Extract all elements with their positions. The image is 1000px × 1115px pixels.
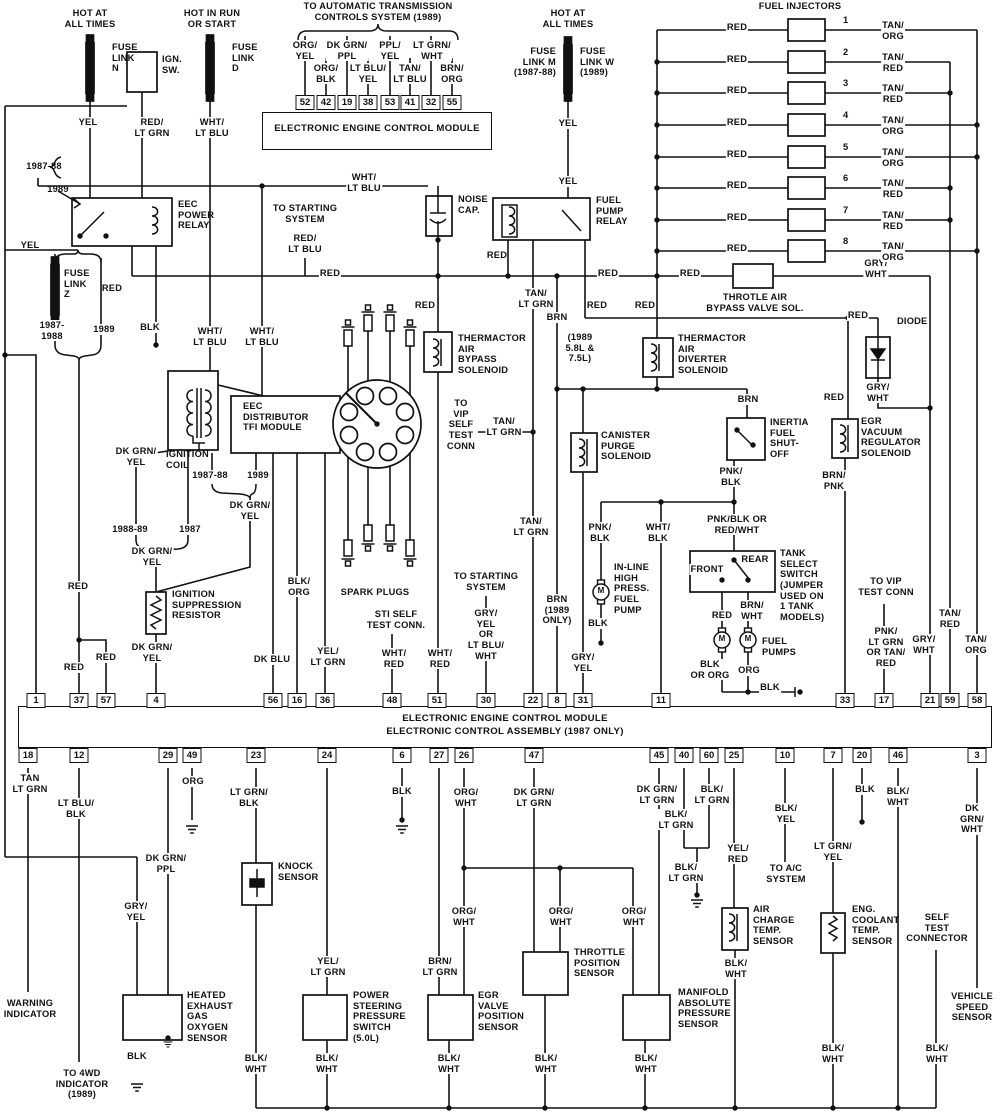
ecm-top-pin: 16 bbox=[287, 693, 307, 708]
ecm-bottom-pin: 60 bbox=[699, 748, 719, 763]
trans-ecm-pin: 32 bbox=[421, 95, 441, 110]
ecm-top-pin: 11 bbox=[651, 693, 671, 708]
ecm-top-pin: 30 bbox=[476, 693, 496, 708]
trans-ecm-pin: 53 bbox=[380, 95, 400, 110]
component-boxes-layer bbox=[50, 18, 891, 1041]
symbols-layer bbox=[2, 23, 980, 1111]
ecm-line1: ELECTRONIC ENGINE CONTROL MODULE bbox=[402, 713, 608, 724]
ecm-bottom-pin: 24 bbox=[317, 748, 337, 763]
ecm-bottom-pin: 18 bbox=[18, 748, 38, 763]
ecm-bottom-pin: 46 bbox=[888, 748, 908, 763]
ecm-bottom-pin: 12 bbox=[69, 748, 89, 763]
trans-ecm-pin: 42 bbox=[316, 95, 336, 110]
ecm-bottom-pin: 27 bbox=[429, 748, 449, 763]
ecm-top-pin: 37 bbox=[69, 693, 89, 708]
ecm-top-pin: 33 bbox=[835, 693, 855, 708]
trans-ecm-pin: 19 bbox=[337, 95, 357, 110]
ecm-top-pin: 17 bbox=[874, 693, 894, 708]
ecm-bottom-pin: 49 bbox=[182, 748, 202, 763]
trans-ecm-pin: 52 bbox=[295, 95, 315, 110]
ecm-bottom-pin: 6 bbox=[392, 748, 412, 763]
ecm-bottom-pin: 25 bbox=[724, 748, 744, 763]
ecm-top-pin: 36 bbox=[315, 693, 335, 708]
ecm-bottom-pin: 26 bbox=[454, 748, 474, 763]
ecm-bottom-pin: 47 bbox=[524, 748, 544, 763]
ecm-bottom-pin: 45 bbox=[649, 748, 669, 763]
ecm-top-pin: 21 bbox=[920, 693, 940, 708]
ecm-connector-bar: ELECTRONIC ENGINE CONTROL MODULE ELECTRO… bbox=[18, 706, 992, 748]
ecm-top-pin: 57 bbox=[96, 693, 116, 708]
ecm-top-pin: 51 bbox=[427, 693, 447, 708]
ecm-bottom-pin: 7 bbox=[823, 748, 843, 763]
ecm-top-pin: 48 bbox=[382, 693, 402, 708]
transmission-ecm-label: ELECTRONIC ENGINE CONTROL MODULE bbox=[274, 123, 480, 134]
transmission-ecm-box: ELECTRONIC ENGINE CONTROL MODULE bbox=[262, 112, 492, 150]
ecm-top-pin: 22 bbox=[523, 693, 543, 708]
ecm-bottom-pin: 40 bbox=[674, 748, 694, 763]
trans-ecm-pin: 38 bbox=[358, 95, 378, 110]
ecm-top-pin: 58 bbox=[967, 693, 987, 708]
ecm-bottom-pin: 10 bbox=[775, 748, 795, 763]
ecm-top-pin: 59 bbox=[940, 693, 960, 708]
ecm-top-pin: 31 bbox=[573, 693, 593, 708]
ecm-bottom-pin: 29 bbox=[158, 748, 178, 763]
ecm-top-pin: 1 bbox=[26, 693, 46, 708]
ecm-bottom-pin: 3 bbox=[967, 748, 987, 763]
ecm-line2: ELECTRONIC CONTROL ASSEMBLY (1987 ONLY) bbox=[386, 726, 624, 737]
ecm-top-pin: 4 bbox=[146, 693, 166, 708]
ecm-top-pin: 8 bbox=[547, 693, 567, 708]
ecm-bottom-pin: 23 bbox=[246, 748, 266, 763]
ecm-bottom-pin: 20 bbox=[852, 748, 872, 763]
trans-ecm-pin: 41 bbox=[400, 95, 420, 110]
ecm-top-pin: 56 bbox=[263, 693, 283, 708]
trans-ecm-pin: 55 bbox=[442, 95, 462, 110]
